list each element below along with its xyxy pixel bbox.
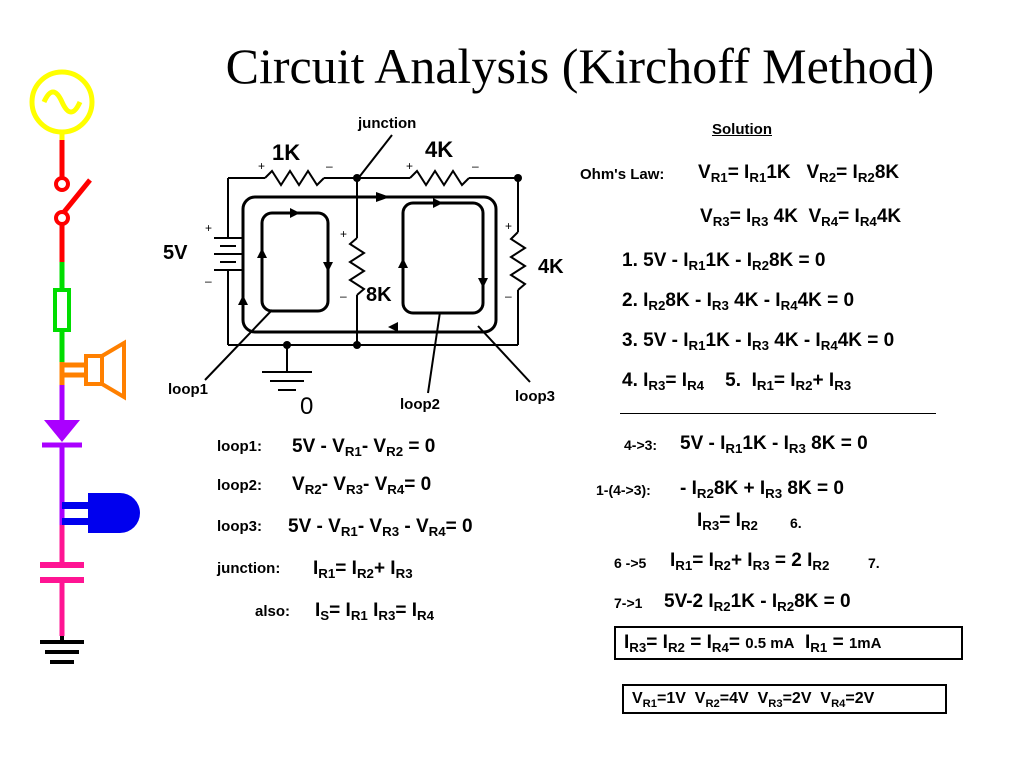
step-1-4-3-label: 1-(4->3): xyxy=(596,482,651,498)
eq6-equation: IR3= IR2 xyxy=(697,510,758,533)
loop1-label: loop1 xyxy=(168,381,208,398)
also-equation: IS= IR1 IR3= IR4 xyxy=(315,600,435,623)
junction-equation: IR1= IR2+ IR3 xyxy=(313,558,413,581)
r2-plus: + xyxy=(406,159,413,173)
ground-icon xyxy=(40,636,84,664)
switch-icon xyxy=(54,140,92,262)
loop2-label: loop2 xyxy=(400,396,440,413)
resistor-r2 xyxy=(409,169,470,187)
r2-value: 4K xyxy=(425,137,454,162)
junction-eq-label: junction: xyxy=(217,560,281,577)
loop1-eq-label: loop1: xyxy=(217,438,262,455)
solution-eq3: 3. 5V - IR11K - IR3 4K - IR44K = 0 xyxy=(622,330,895,353)
loop1-equation: 5V - VR1- VR2 = 0 xyxy=(292,436,436,459)
solution-divider xyxy=(620,413,936,414)
loop2-equation: VR2- VR3- VR4= 0 xyxy=(292,474,432,497)
loop3-eq-label: loop3: xyxy=(217,518,262,535)
r1-minus: – xyxy=(326,159,333,173)
ac-source-icon xyxy=(29,69,95,140)
r1-plus: + xyxy=(258,159,265,173)
r3-minus: – xyxy=(340,289,347,303)
ohms-law-line1: VR1= IR11K VR2= IR28K xyxy=(698,162,900,185)
r4-plus: + xyxy=(505,219,512,233)
lamp-icon xyxy=(59,493,140,533)
r4-minus: – xyxy=(505,289,512,303)
junction-label: junction xyxy=(358,115,417,132)
loop3-equation: 5V - VR1- VR3 - VR4= 0 xyxy=(288,516,473,539)
resistor-r3 xyxy=(348,237,366,296)
resistor-icon xyxy=(53,262,71,365)
step-1-4-3-equation: - IR28K + IR3 8K = 0 xyxy=(680,478,844,501)
r4-value: 4K xyxy=(538,256,564,278)
speaker-icon xyxy=(59,339,126,401)
step-7-1-equation: 5V-2 IR21K - IR28K = 0 xyxy=(664,591,851,614)
ohms-law-label: Ohm's Law: xyxy=(580,166,665,183)
also-label: also: xyxy=(255,603,291,620)
ir1-result-value: 1mA xyxy=(848,635,882,652)
step-4-3-equation: 5V - IR11K - IR3 8K = 0 xyxy=(680,433,868,456)
step-7-1-label: 7->1 xyxy=(614,595,643,611)
battery-minus: – xyxy=(205,274,212,288)
r3-value: 8K xyxy=(366,284,392,306)
eq7-number: 7. xyxy=(868,555,880,571)
current-result-value: 0.5 mA xyxy=(745,635,795,652)
page-title: Circuit Analysis (Kirchoff Method) xyxy=(225,38,935,94)
ground-value: 0 xyxy=(300,393,314,420)
loop2-eq-label: loop2: xyxy=(217,477,262,494)
step-6-5-label: 6 ->5 xyxy=(614,555,647,571)
solution-eq4-5: 4. IR3= IR4 5. IR1= IR2+ IR3 xyxy=(622,370,852,393)
loop3-label: loop3 xyxy=(515,388,555,405)
resistor-r4 xyxy=(509,231,527,291)
step-6-5-equation: IR1= IR2+ IR3 = 2 IR2 xyxy=(670,550,830,573)
source-value: 5V xyxy=(163,242,188,264)
solution-heading: Solution xyxy=(712,121,772,138)
solution-eq2: 2. IR28K - IR3 4K - IR44K = 0 xyxy=(622,290,855,313)
battery-plus: + xyxy=(205,221,212,235)
r2-minus: – xyxy=(472,159,479,173)
eq6-number: 6. xyxy=(790,515,802,531)
current-results-box: IR3= IR2 = IR4= 0.5 mA IR1 = 1mA xyxy=(614,626,963,660)
voltage-results-box: VR1=1V VR2=4V VR3=2V VR4=2V xyxy=(622,684,947,714)
resistor-r1 xyxy=(264,169,325,187)
ohms-law-line2: VR3= IR3 4K VR4= IR44K xyxy=(700,206,902,229)
battery-source xyxy=(214,237,242,271)
r3-plus: + xyxy=(340,227,347,241)
capacitor-icon xyxy=(40,525,84,636)
diode-icon xyxy=(42,385,82,500)
r1-value: 1K xyxy=(272,140,301,165)
step-4-3-label: 4->3: xyxy=(624,437,658,453)
solution-eq1: 1. 5V - IR11K - IR28K = 0 xyxy=(622,250,826,273)
